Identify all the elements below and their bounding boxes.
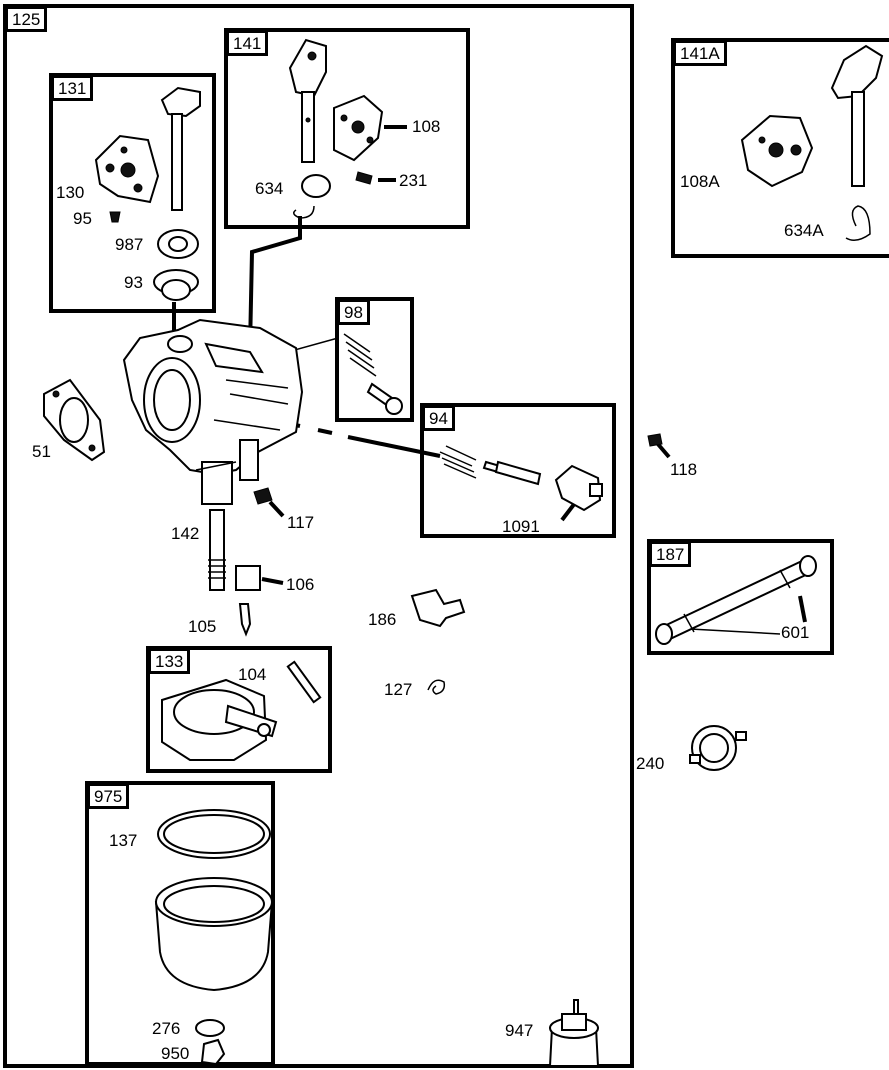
frame-133 [146, 646, 332, 773]
label-130: 130 [56, 183, 85, 202]
throttle-131-drawing [94, 86, 201, 301]
label-104: 104 [238, 665, 267, 684]
frame-141A [671, 38, 889, 258]
label-987: 987 [115, 235, 144, 254]
label-105: 105 [188, 617, 217, 636]
nut-106-drawing [235, 565, 261, 591]
label-1091: 1091 [502, 517, 540, 536]
tag-94: 94 [422, 405, 455, 431]
label-118: 118 [670, 460, 698, 479]
label-95: 95 [73, 209, 92, 228]
label-231: 231 [399, 171, 428, 190]
tag-141A: 141A [673, 40, 727, 66]
label-51: 51 [32, 442, 51, 461]
label-276: 276 [152, 1019, 181, 1038]
tag-131: 131 [51, 75, 94, 101]
frame-187 [647, 539, 834, 655]
choke-shaft-141-drawing [288, 38, 384, 219]
label-93: 93 [124, 273, 143, 292]
label-127: 127 [384, 680, 413, 699]
elbow-186-drawing [410, 588, 466, 628]
screw-117-drawing [253, 487, 273, 505]
tag-187: 187 [649, 541, 692, 567]
choke-shaft-141A-drawing [740, 44, 884, 241]
leader-117 [268, 500, 285, 518]
label-137: 137 [109, 831, 138, 850]
carburetor-body-drawing [122, 318, 304, 505]
leader-118 [655, 441, 671, 459]
tag-98: 98 [337, 299, 370, 325]
leader-601b [798, 595, 807, 623]
tube-142-drawing [208, 509, 226, 591]
tag-125: 125 [5, 6, 48, 32]
gasket-51-drawing [43, 378, 106, 462]
solenoid-947-drawing [548, 999, 600, 1067]
label-950: 950 [161, 1044, 190, 1063]
label-106: 106 [286, 575, 315, 594]
frame-94 [420, 403, 616, 538]
label-108: 108 [412, 117, 441, 136]
tag-141: 141 [226, 30, 269, 56]
label-117: 117 [287, 513, 315, 532]
label-240: 240 [636, 754, 665, 773]
screw-118-drawing [647, 433, 663, 447]
label-186: 186 [368, 610, 397, 629]
tag-133: 133 [148, 648, 191, 674]
leader-1091 [560, 501, 577, 522]
screw-98-drawing [343, 333, 403, 415]
frame-141 [224, 28, 470, 229]
leader-634-to-carb [248, 216, 302, 349]
frame-125 [3, 4, 634, 1068]
label-947: 947 [505, 1021, 534, 1040]
bowl-975-drawing [154, 809, 274, 1066]
frame-975 [85, 781, 275, 1066]
needle-105-drawing [238, 603, 252, 637]
frame-98 [335, 297, 414, 422]
filter-240-drawing [689, 725, 747, 771]
tube-187-drawing [655, 555, 817, 645]
label-634A: 634A [784, 221, 824, 240]
solenoid-94-drawing [439, 445, 603, 512]
pin-104-drawing [286, 660, 322, 704]
float-133-drawing [161, 678, 278, 761]
frame-131 [49, 73, 216, 313]
label-634: 634 [255, 179, 284, 198]
clip-127-drawing [427, 679, 446, 695]
tag-975: 975 [87, 783, 130, 809]
leader-106 [261, 577, 284, 585]
label-108A: 108A [680, 172, 720, 191]
label-142: 142 [171, 524, 200, 543]
label-601: 601 [781, 623, 810, 642]
